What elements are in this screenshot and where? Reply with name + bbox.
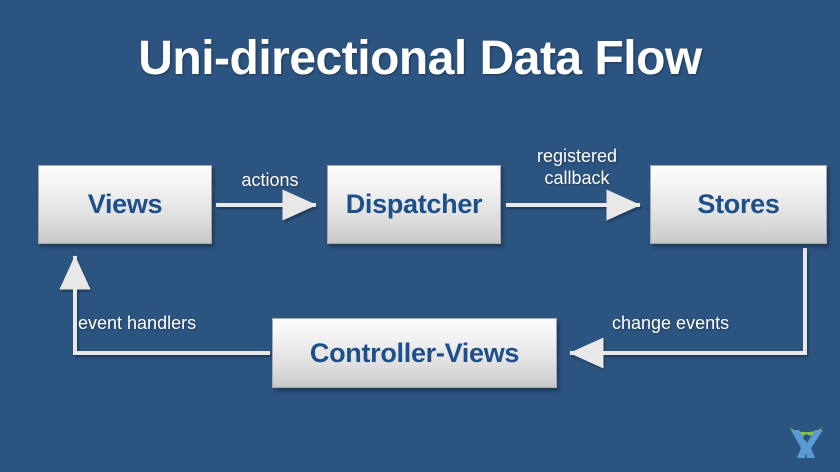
edge-label-actions: actions xyxy=(241,170,299,190)
node-views-label: Views xyxy=(87,189,163,219)
logo-figure-icon xyxy=(791,430,823,458)
logo-figure-head-icon xyxy=(803,434,810,441)
node-stores[interactable]: Stores xyxy=(650,165,827,244)
edge-controller-to-views xyxy=(59,255,270,355)
node-dispatcher[interactable]: Dispatcher xyxy=(327,165,501,244)
edge-label-change-events: change events xyxy=(612,313,730,333)
node-dispatcher-label: Dispatcher xyxy=(345,189,483,219)
edge-label-registered-callback: registered callback xyxy=(536,146,618,188)
company-logo-icon xyxy=(789,427,823,458)
node-stores-label: Stores xyxy=(697,189,780,219)
node-controller-views[interactable]: Controller-Views xyxy=(272,318,557,388)
edge-stores-to-controller xyxy=(569,248,807,369)
edge-label-event-handlers: event handlers xyxy=(78,313,197,333)
page-title: Uni-directional Data Flow xyxy=(138,32,702,85)
node-controller-views-label: Controller-Views xyxy=(309,337,520,368)
node-views[interactable]: Views xyxy=(38,165,212,244)
